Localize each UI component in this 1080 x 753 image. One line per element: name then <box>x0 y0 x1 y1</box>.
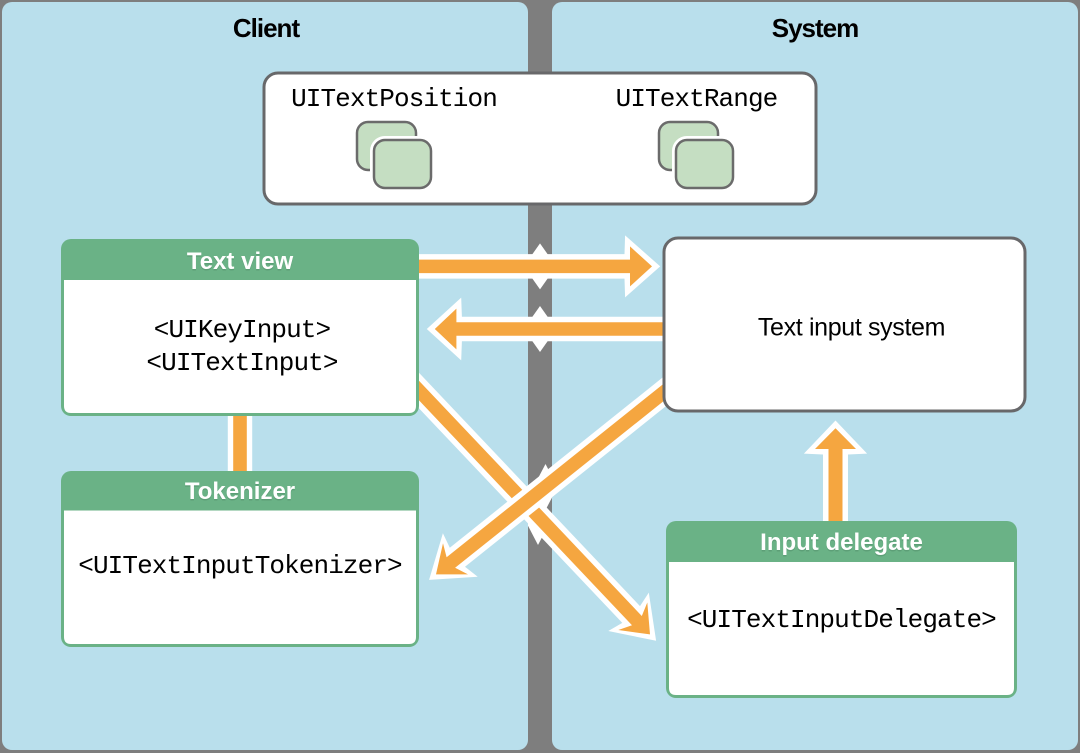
svg-text:<UITextInputDelegate>: <UITextInputDelegate> <box>687 605 996 635</box>
svg-text:Client: Client <box>233 13 301 43</box>
svg-text:Text view: Text view <box>187 248 294 275</box>
svg-text:Tokenizer: Tokenizer <box>185 480 295 507</box>
svg-text:<UIKeyInput>: <UIKeyInput> <box>154 315 331 345</box>
svg-text:System: System <box>772 13 859 43</box>
svg-text:Text view: Text view <box>187 250 294 277</box>
svg-text:<UITextInputTokenizer>: <UITextInputTokenizer> <box>78 551 402 581</box>
svg-text:Text input system: Text input system <box>758 314 945 342</box>
svg-text:Tokenizer: Tokenizer <box>185 478 295 505</box>
svg-text:Input delegate: Input delegate <box>760 531 923 558</box>
svg-text:<UITextInput>: <UITextInput> <box>146 348 337 378</box>
svg-text:Input delegate: Input delegate <box>760 529 923 556</box>
svg-text:UITextRange: UITextRange <box>616 84 778 114</box>
svg-text:UITextPosition: UITextPosition <box>291 84 497 114</box>
